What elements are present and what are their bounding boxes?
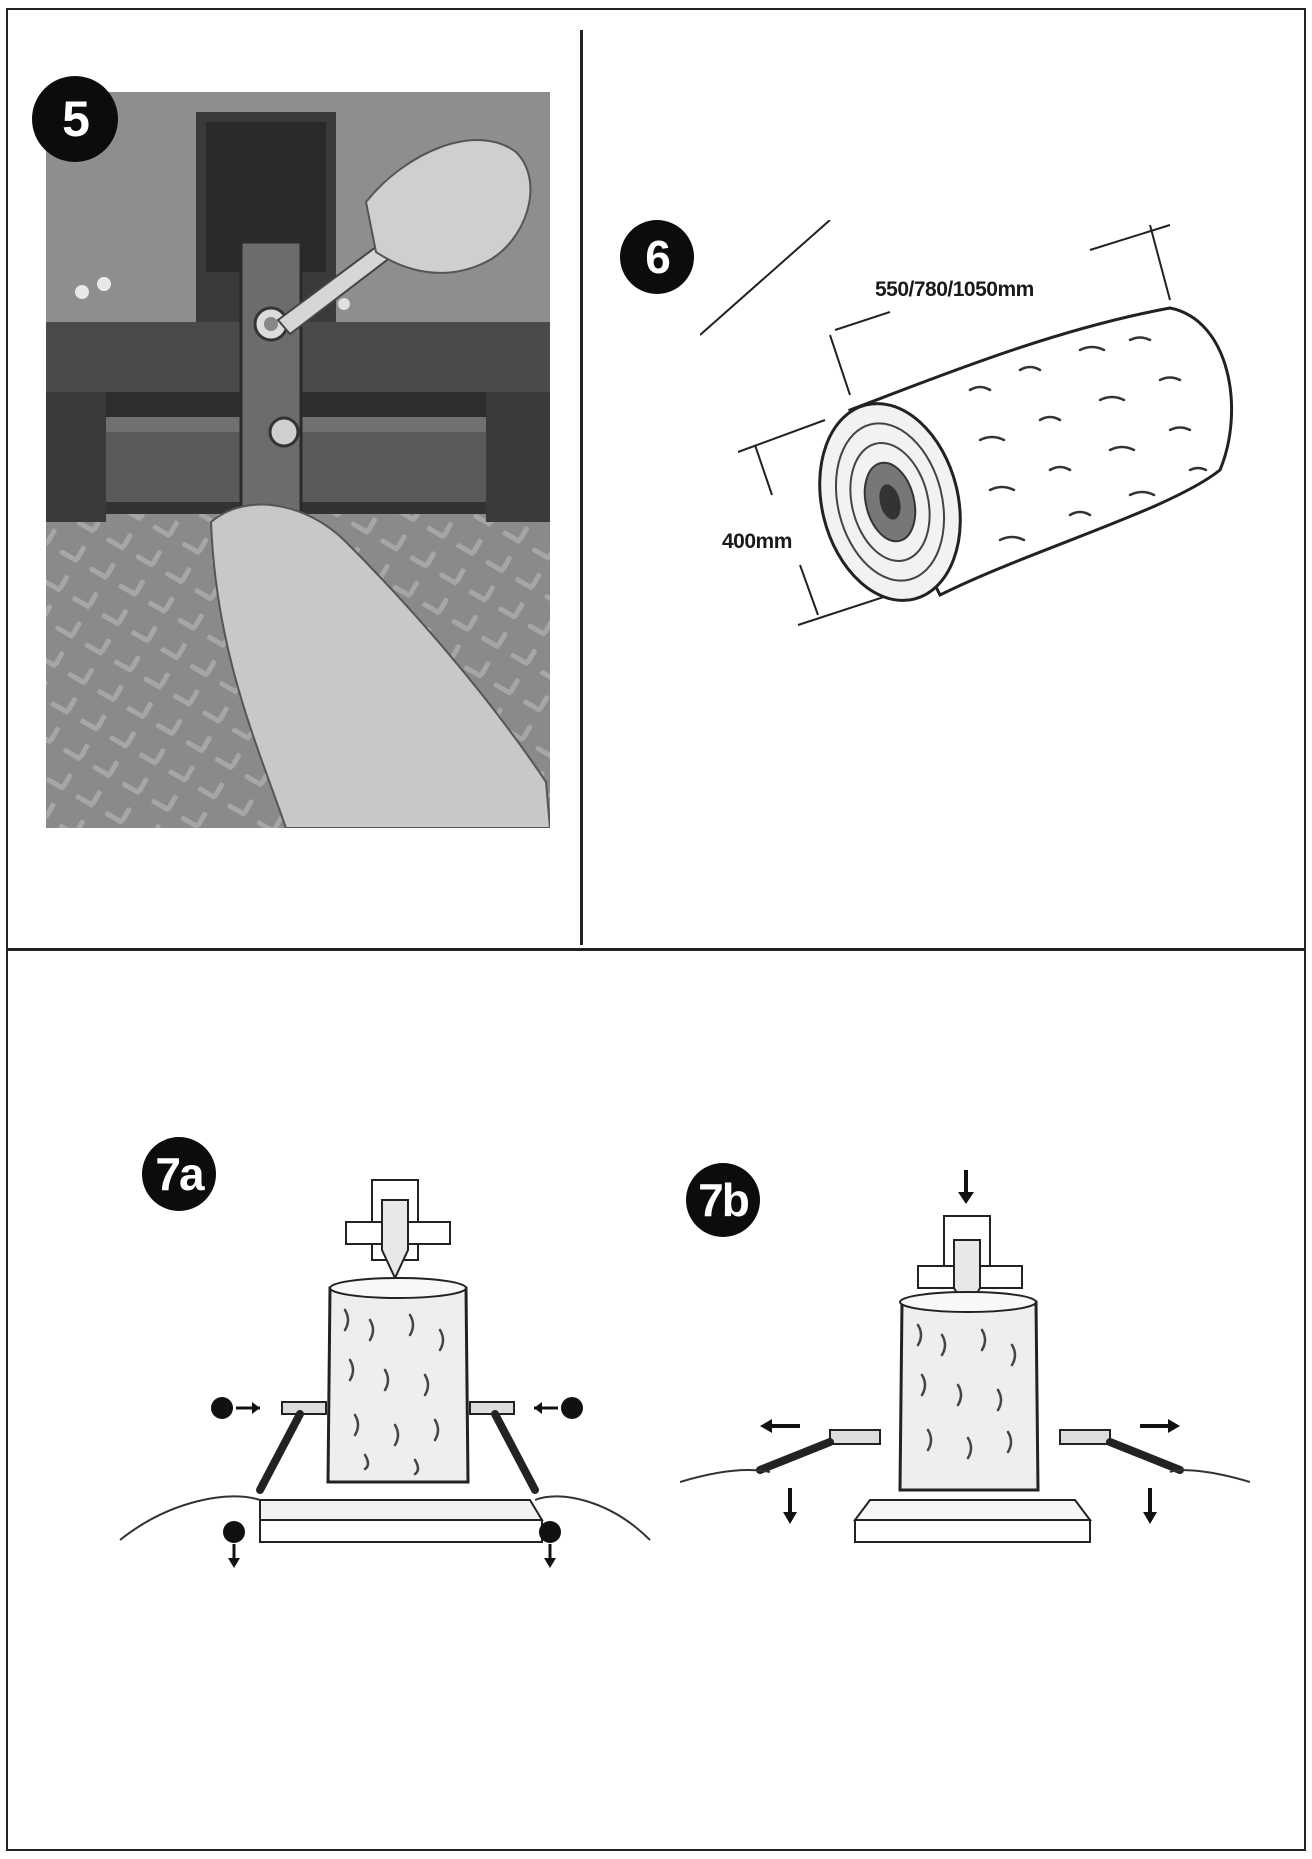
- log-length-label: 550/780/1050mm: [875, 278, 1034, 301]
- log-diagram: [700, 220, 1260, 660]
- log-diameter-label: 400mm: [722, 530, 792, 553]
- step-number-5: 5: [32, 76, 118, 162]
- step-number-6: 6: [620, 220, 694, 294]
- assembly-photo: [46, 92, 550, 828]
- vertical-divider: [580, 30, 583, 945]
- instruction-sheet: [6, 8, 1306, 1851]
- step-number-7a: 7a: [142, 1137, 216, 1211]
- step-number-7b: 7b: [686, 1163, 760, 1237]
- splitter-diagram-7b: [680, 1170, 1250, 1570]
- splitter-diagram-7a: [110, 1170, 670, 1570]
- horizontal-divider: [6, 948, 1306, 951]
